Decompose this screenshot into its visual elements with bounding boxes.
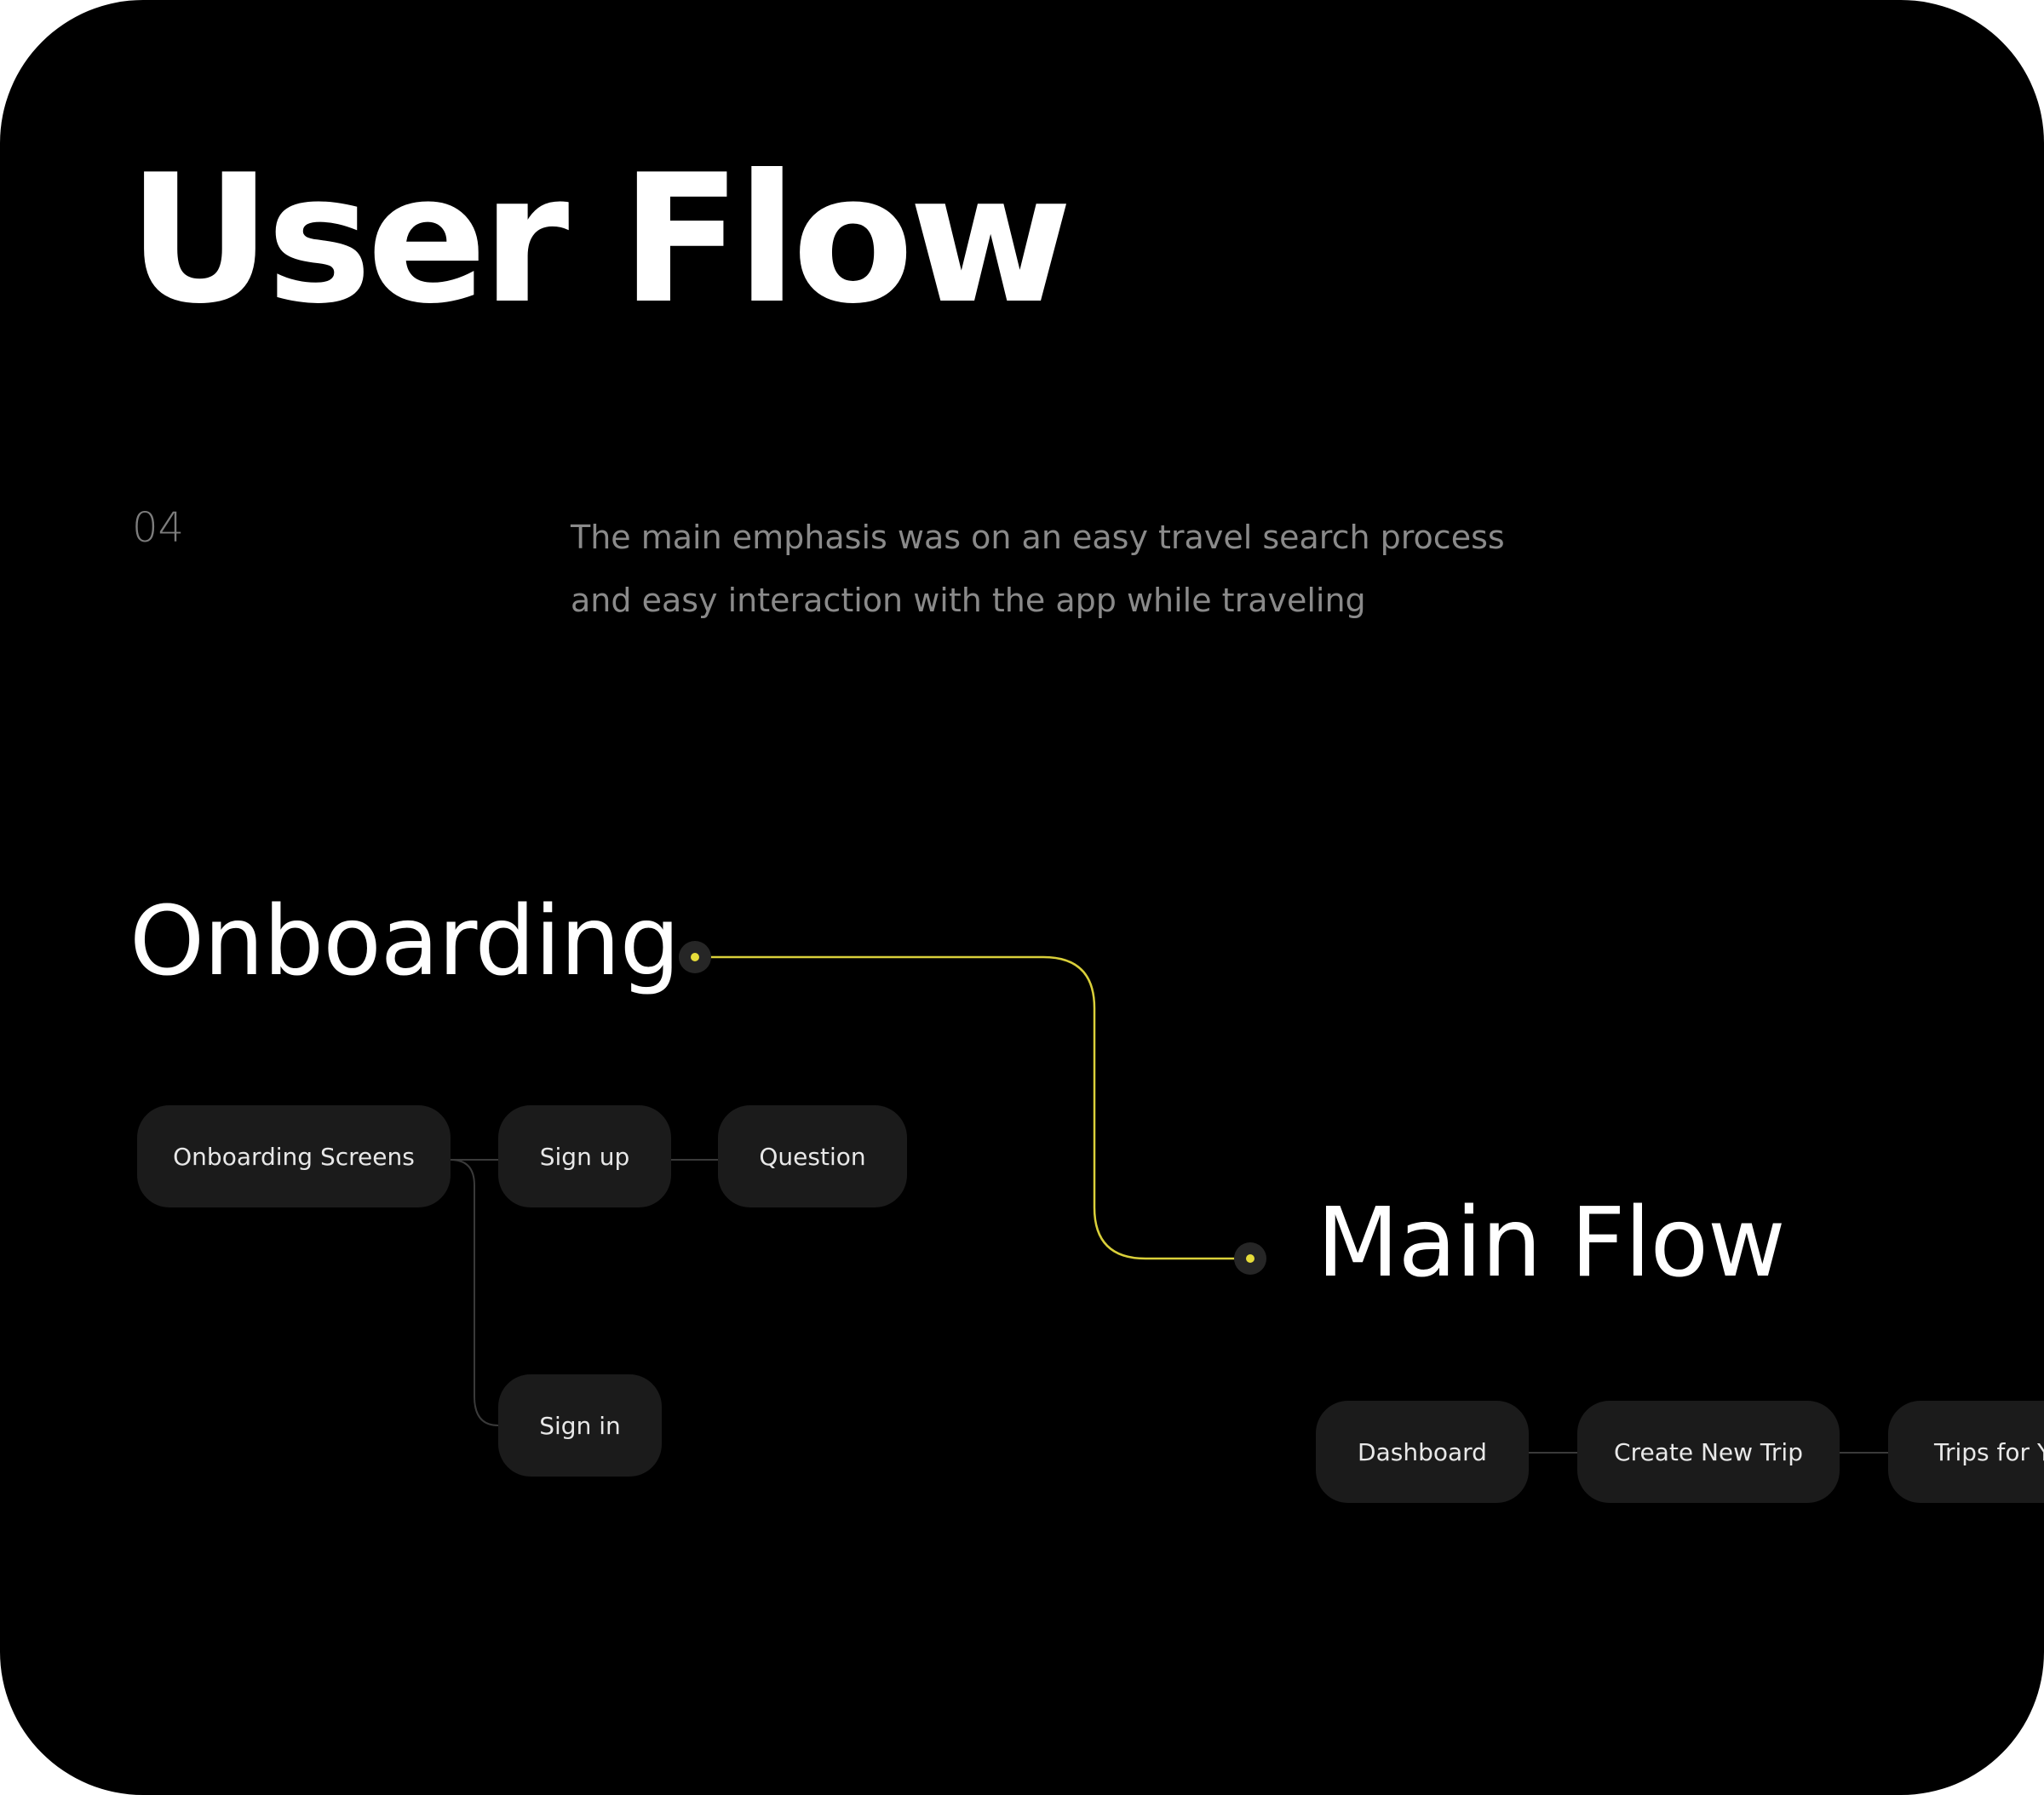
onboarding-heading: Onboarding (129, 886, 680, 997)
main-flow-heading: Main Flow (1317, 1188, 1786, 1299)
onboarding-to-main-connector (695, 955, 1250, 1260)
description: The main emphasis was on an easy travel … (571, 506, 1635, 632)
node-label: Onboarding Screens (173, 1142, 415, 1171)
description-line-2: and easy interaction with the app while … (571, 582, 1366, 619)
node-create-new-trip: Create New Trip (1577, 1401, 1840, 1503)
node-label: Dashboard (1358, 1437, 1487, 1466)
page-title: User Flow (128, 137, 1072, 343)
onboarding-screens-to-sign-in-connector (450, 1159, 499, 1426)
node-question: Question (718, 1105, 907, 1207)
node-label: Trips for Yo (1934, 1437, 2044, 1466)
description-line-1: The main emphasis was on an easy travel … (571, 519, 1505, 556)
node-trips-for-you: Trips for Yo (1888, 1401, 2044, 1503)
node-label: Create New Trip (1614, 1437, 1803, 1466)
node-sign-in: Sign in (498, 1374, 662, 1477)
node-sign-up: Sign up (498, 1105, 671, 1207)
node-label: Sign up (539, 1142, 630, 1171)
section-number: 04 (132, 504, 185, 552)
node-onboarding-screens: Onboarding Screens (137, 1105, 451, 1207)
node-dashboard: Dashboard (1316, 1401, 1529, 1503)
main-flow-port-dot (1246, 1254, 1255, 1263)
node-label: Sign in (539, 1411, 621, 1440)
onboarding-port-dot (691, 953, 699, 961)
node-label: Question (759, 1142, 866, 1171)
